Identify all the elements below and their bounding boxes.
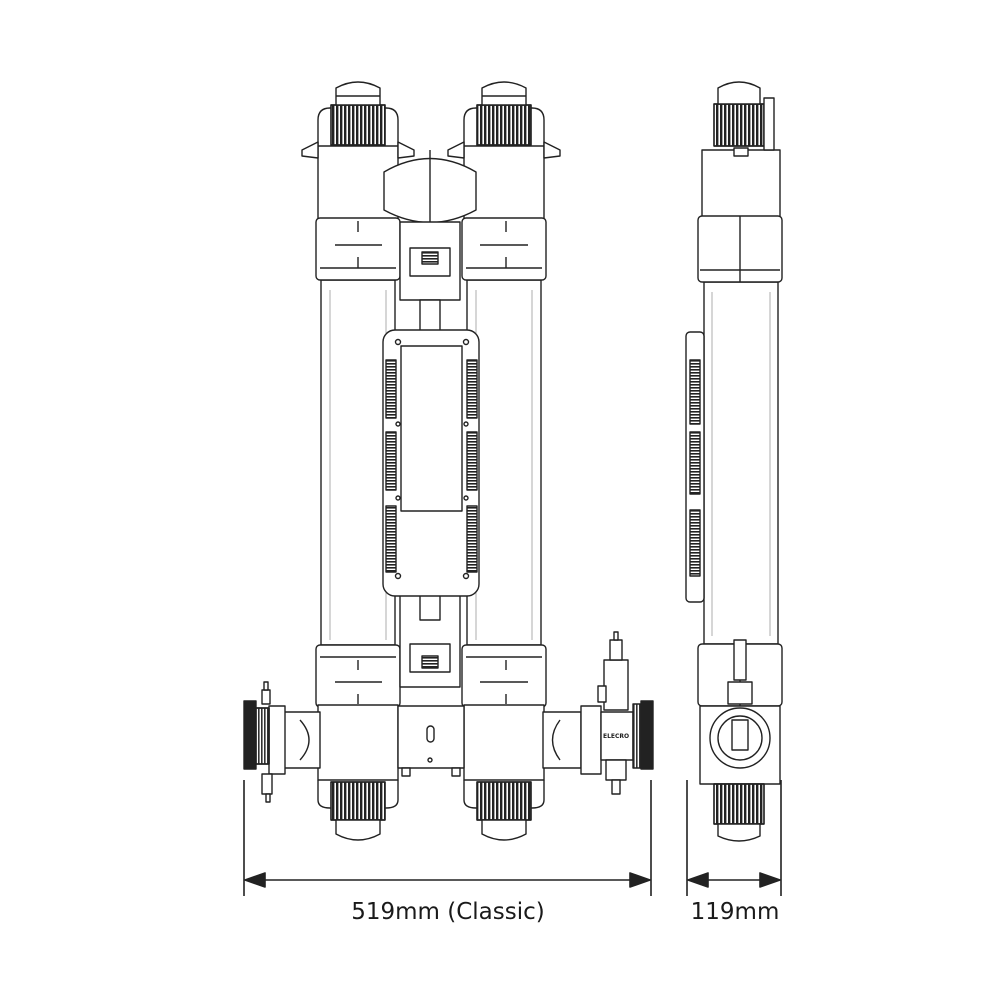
left-inlet	[243, 681, 321, 803]
front-arrow-left	[244, 872, 266, 888]
bottom-manifold	[397, 705, 465, 777]
side-arrow-right	[759, 872, 781, 888]
side-width-label: 119mm	[690, 899, 780, 925]
front-width-label: 519mm (Classic)	[351, 899, 545, 925]
left-top-cap	[301, 81, 415, 159]
left-bottom-cap	[317, 780, 399, 841]
center-bracket	[399, 221, 461, 688]
right-bottom-clamp-collar	[461, 644, 547, 708]
dimension-lines	[243, 780, 782, 896]
front-view	[243, 81, 654, 841]
right-chamber-top-body	[463, 145, 545, 222]
brand-engraving: ELECRO	[603, 733, 629, 740]
front-arrow-right	[629, 872, 651, 888]
right-outlet	[542, 631, 654, 795]
ballast-box	[382, 329, 480, 597]
side-view	[685, 81, 783, 842]
side-view-tube	[703, 281, 779, 645]
left-chamber-bottom-body	[317, 704, 399, 781]
right-chamber-bottom-body	[463, 704, 545, 781]
side-arrow-left	[687, 872, 709, 888]
right-top-cap	[447, 81, 561, 159]
right-bottom-cap	[463, 780, 545, 841]
right-top-clamp-collar	[461, 217, 547, 281]
